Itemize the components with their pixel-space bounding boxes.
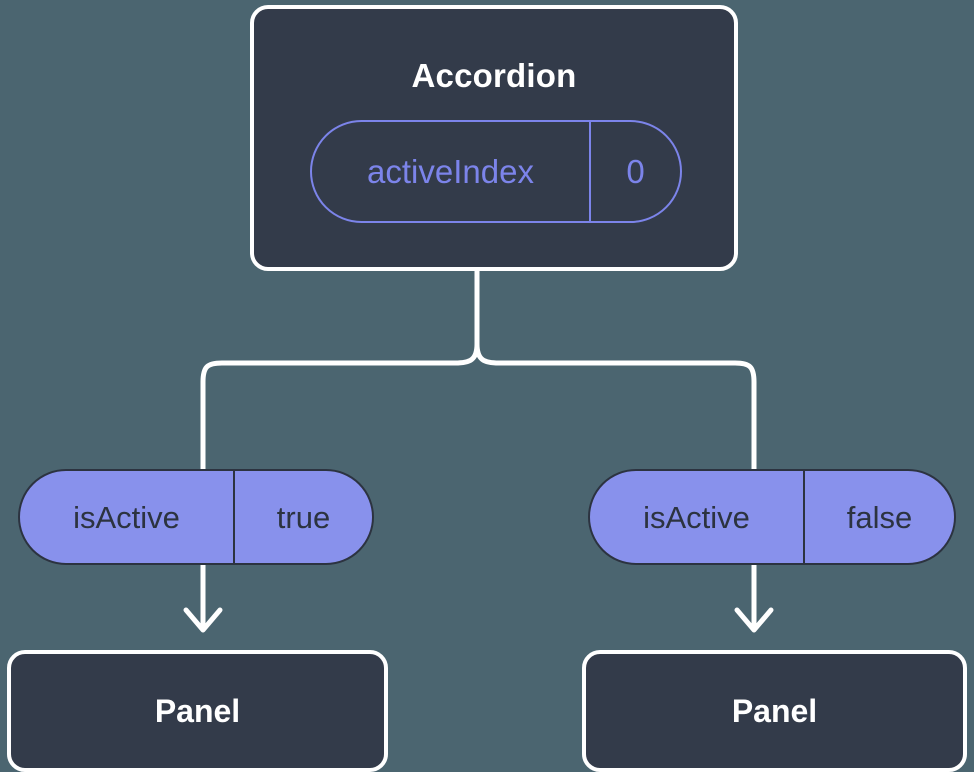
- component-node-panel-left[interactable]: Panel: [7, 650, 388, 772]
- accordion-title: Accordion: [411, 57, 577, 94]
- prop-pill-value: true: [276, 499, 331, 535]
- panel-left-title: Panel: [154, 693, 241, 729]
- arrowhead-right: [734, 607, 774, 633]
- prop-pill-key: isActive: [73, 499, 180, 535]
- prop-pill-divider: [233, 471, 235, 563]
- prop-pill-isactive-true[interactable]: isActive true: [18, 469, 374, 565]
- state-pill-key: activeIndex: [367, 153, 534, 190]
- state-pill-value: 0: [626, 153, 645, 190]
- prop-pill-key: isActive: [643, 499, 750, 535]
- arrowhead-left: [183, 607, 223, 633]
- component-node-panel-right[interactable]: Panel: [582, 650, 967, 772]
- state-pill-divider: [589, 122, 591, 221]
- panel-right-title: Panel: [731, 693, 818, 729]
- component-node-accordion[interactable]: Accordion: [250, 5, 738, 271]
- connector-fork-left: [200, 341, 480, 473]
- prop-pill-divider: [803, 471, 805, 563]
- state-pill-activeindex[interactable]: activeIndex 0: [310, 120, 682, 223]
- prop-pill-isactive-false[interactable]: isActive false: [588, 469, 956, 565]
- prop-pill-value: false: [846, 499, 913, 535]
- connector-fork-right: [474, 341, 757, 473]
